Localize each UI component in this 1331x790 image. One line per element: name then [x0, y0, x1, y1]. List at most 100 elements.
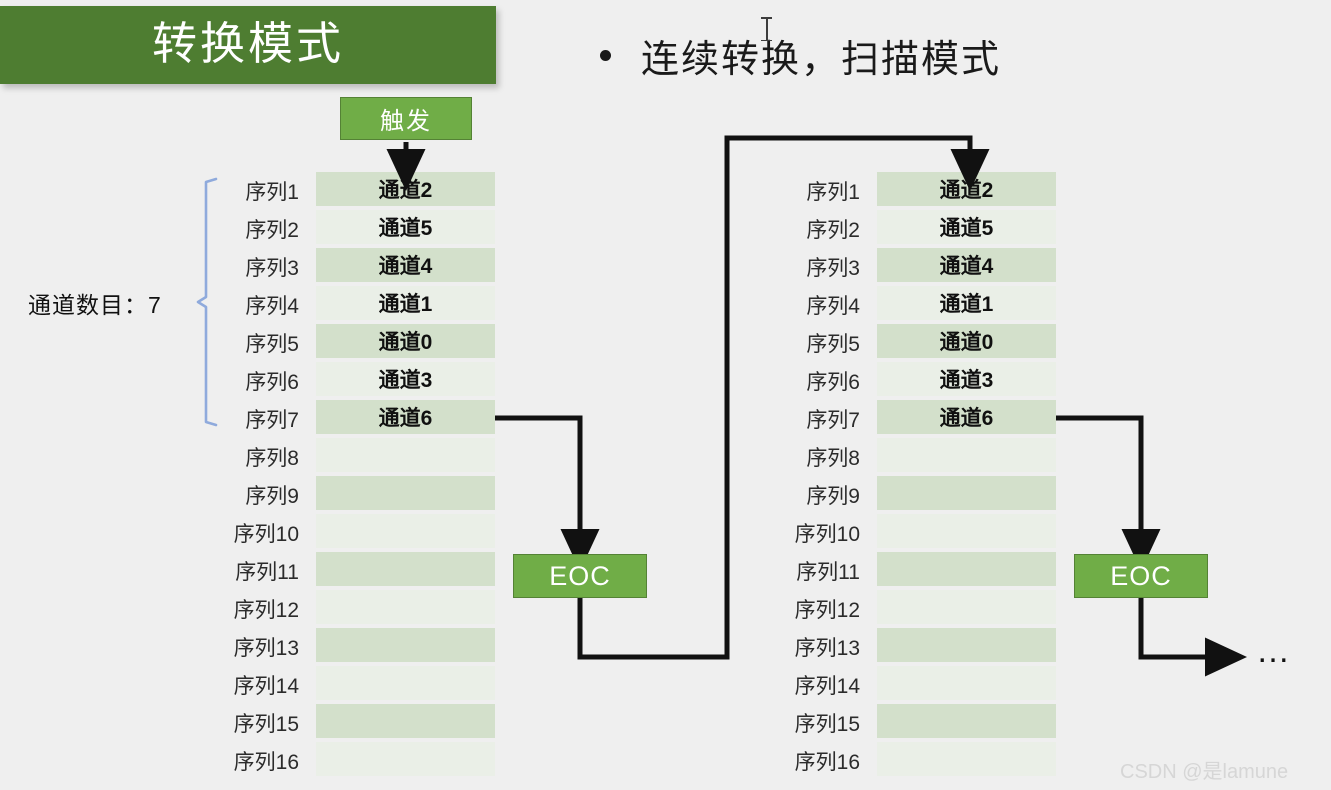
right-seq-label: 序列6 — [806, 371, 860, 394]
channel-count-label: 通道数目：7 — [28, 292, 162, 318]
left-channel-cell: 通道0 — [316, 324, 495, 358]
left-channel-cell — [316, 590, 495, 624]
left-seq-label: 序列4 — [245, 295, 299, 318]
right-seq-label: 序列15 — [794, 713, 860, 736]
left-seq-label: 序列16 — [233, 751, 299, 774]
right-channel-cell: 通道0 — [877, 324, 1056, 358]
table-row: 序列1 通道2 — [777, 172, 1056, 210]
table-row: 序列12 — [216, 590, 495, 628]
right-channel-cell — [877, 628, 1056, 662]
right-eoc-continue-path — [1138, 598, 1248, 677]
table-row: 序列3 通道4 — [777, 248, 1056, 286]
left-channel-cell: 通道5 — [316, 210, 495, 244]
right-channel-cell — [877, 552, 1056, 586]
trigger-box[interactable]: 触发 — [340, 97, 472, 140]
left-channel-cell — [316, 514, 495, 548]
left-seq-label: 序列11 — [235, 561, 299, 584]
table-row: 序列8 — [777, 438, 1056, 476]
table-row: 序列13 — [216, 628, 495, 666]
left-seq-label: 序列10 — [233, 523, 299, 546]
table-row: 序列10 — [777, 514, 1056, 552]
left-seq-label: 序列9 — [245, 485, 299, 508]
right-seq-label: 序列10 — [794, 523, 860, 546]
left-seq-label: 序列7 — [245, 409, 299, 432]
right-seq-label: 序列4 — [806, 295, 860, 318]
right-seq-label: 序列5 — [806, 333, 860, 356]
left-channel-cell: 通道1 — [316, 286, 495, 320]
left-seq-label: 序列8 — [245, 447, 299, 470]
left-channel-cell — [316, 666, 495, 700]
left-channel-cell — [316, 704, 495, 738]
eoc-box-left-label: EOC — [549, 560, 611, 591]
right-seq-label: 序列2 — [806, 219, 860, 242]
right-channel-cell — [877, 590, 1056, 624]
right-channel-cell — [877, 476, 1056, 510]
left-seq-label: 序列1 — [245, 181, 299, 204]
continuation-ellipsis: … — [1256, 632, 1293, 670]
page-title: 转换模式 — [151, 17, 344, 69]
right-channel-cell: 通道6 — [877, 400, 1056, 434]
left-channel-cell — [316, 552, 495, 586]
right-seq-label: 序列12 — [794, 599, 860, 622]
bullet-line: 连续转换，扫描模式 — [600, 28, 1001, 83]
right-seq-label: 序列9 — [806, 485, 860, 508]
right-seq-label: 序列13 — [794, 637, 860, 660]
right-row7-to-eoc-path — [1056, 415, 1161, 572]
csdn-watermark: CSDN @是lamune — [1120, 761, 1289, 783]
table-row: 序列16 — [216, 742, 495, 780]
table-row: 序列12 — [777, 590, 1056, 628]
eoc-box-right[interactable]: EOC — [1074, 554, 1208, 598]
trigger-box-label: 触发 — [380, 108, 432, 135]
table-row: 序列5 通道0 — [216, 324, 495, 362]
left-seq-label: 序列14 — [233, 675, 299, 698]
table-row: 序列15 — [777, 704, 1056, 742]
right-channel-cell — [877, 704, 1056, 738]
bullet-dot-icon — [600, 50, 611, 61]
table-row: 序列14 — [216, 666, 495, 704]
table-row: 序列11 — [777, 552, 1056, 590]
eoc-box-left[interactable]: EOC — [513, 554, 647, 598]
table-row: 序列4 通道1 — [216, 286, 495, 324]
right-channel-cell: 通道1 — [877, 286, 1056, 320]
right-channel-cell — [877, 438, 1056, 472]
table-row: 序列14 — [777, 666, 1056, 704]
right-seq-label: 序列16 — [794, 751, 860, 774]
left-seq-label: 序列15 — [233, 713, 299, 736]
table-row: 序列4 通道1 — [777, 286, 1056, 324]
table-row: 序列7 通道6 — [216, 400, 495, 438]
table-row: 序列10 — [216, 514, 495, 552]
right-seq-label: 序列8 — [806, 447, 860, 470]
right-channel-cell — [877, 742, 1056, 776]
right-seq-label: 序列3 — [806, 257, 860, 280]
table-row: 序列15 — [216, 704, 495, 742]
right-channel-cell: 通道2 — [877, 172, 1056, 206]
table-row: 序列11 — [216, 552, 495, 590]
table-row: 序列2 通道5 — [216, 210, 495, 248]
right-seq-label: 序列14 — [794, 675, 860, 698]
table-row: 序列16 — [777, 742, 1056, 780]
right-seq-label: 序列1 — [806, 181, 860, 204]
left-channel-cell — [316, 438, 495, 472]
left-channel-cell — [316, 628, 495, 662]
right-channel-cell: 通道4 — [877, 248, 1056, 282]
left-channel-cell: 通道4 — [316, 248, 495, 282]
right-channel-cell: 通道3 — [877, 362, 1056, 396]
table-row: 序列9 — [777, 476, 1056, 514]
left-channel-cell: 通道6 — [316, 400, 495, 434]
left-seq-label: 序列13 — [233, 637, 299, 660]
table-row: 序列6 通道3 — [777, 362, 1056, 400]
slide-title-banner: 转换模式 — [0, 6, 496, 84]
table-row: 序列13 — [777, 628, 1056, 666]
left-seq-label: 序列5 — [245, 333, 299, 356]
left-seq-label: 序列6 — [245, 371, 299, 394]
left-seq-label: 序列2 — [245, 219, 299, 242]
left-seq-label: 序列12 — [233, 599, 299, 622]
